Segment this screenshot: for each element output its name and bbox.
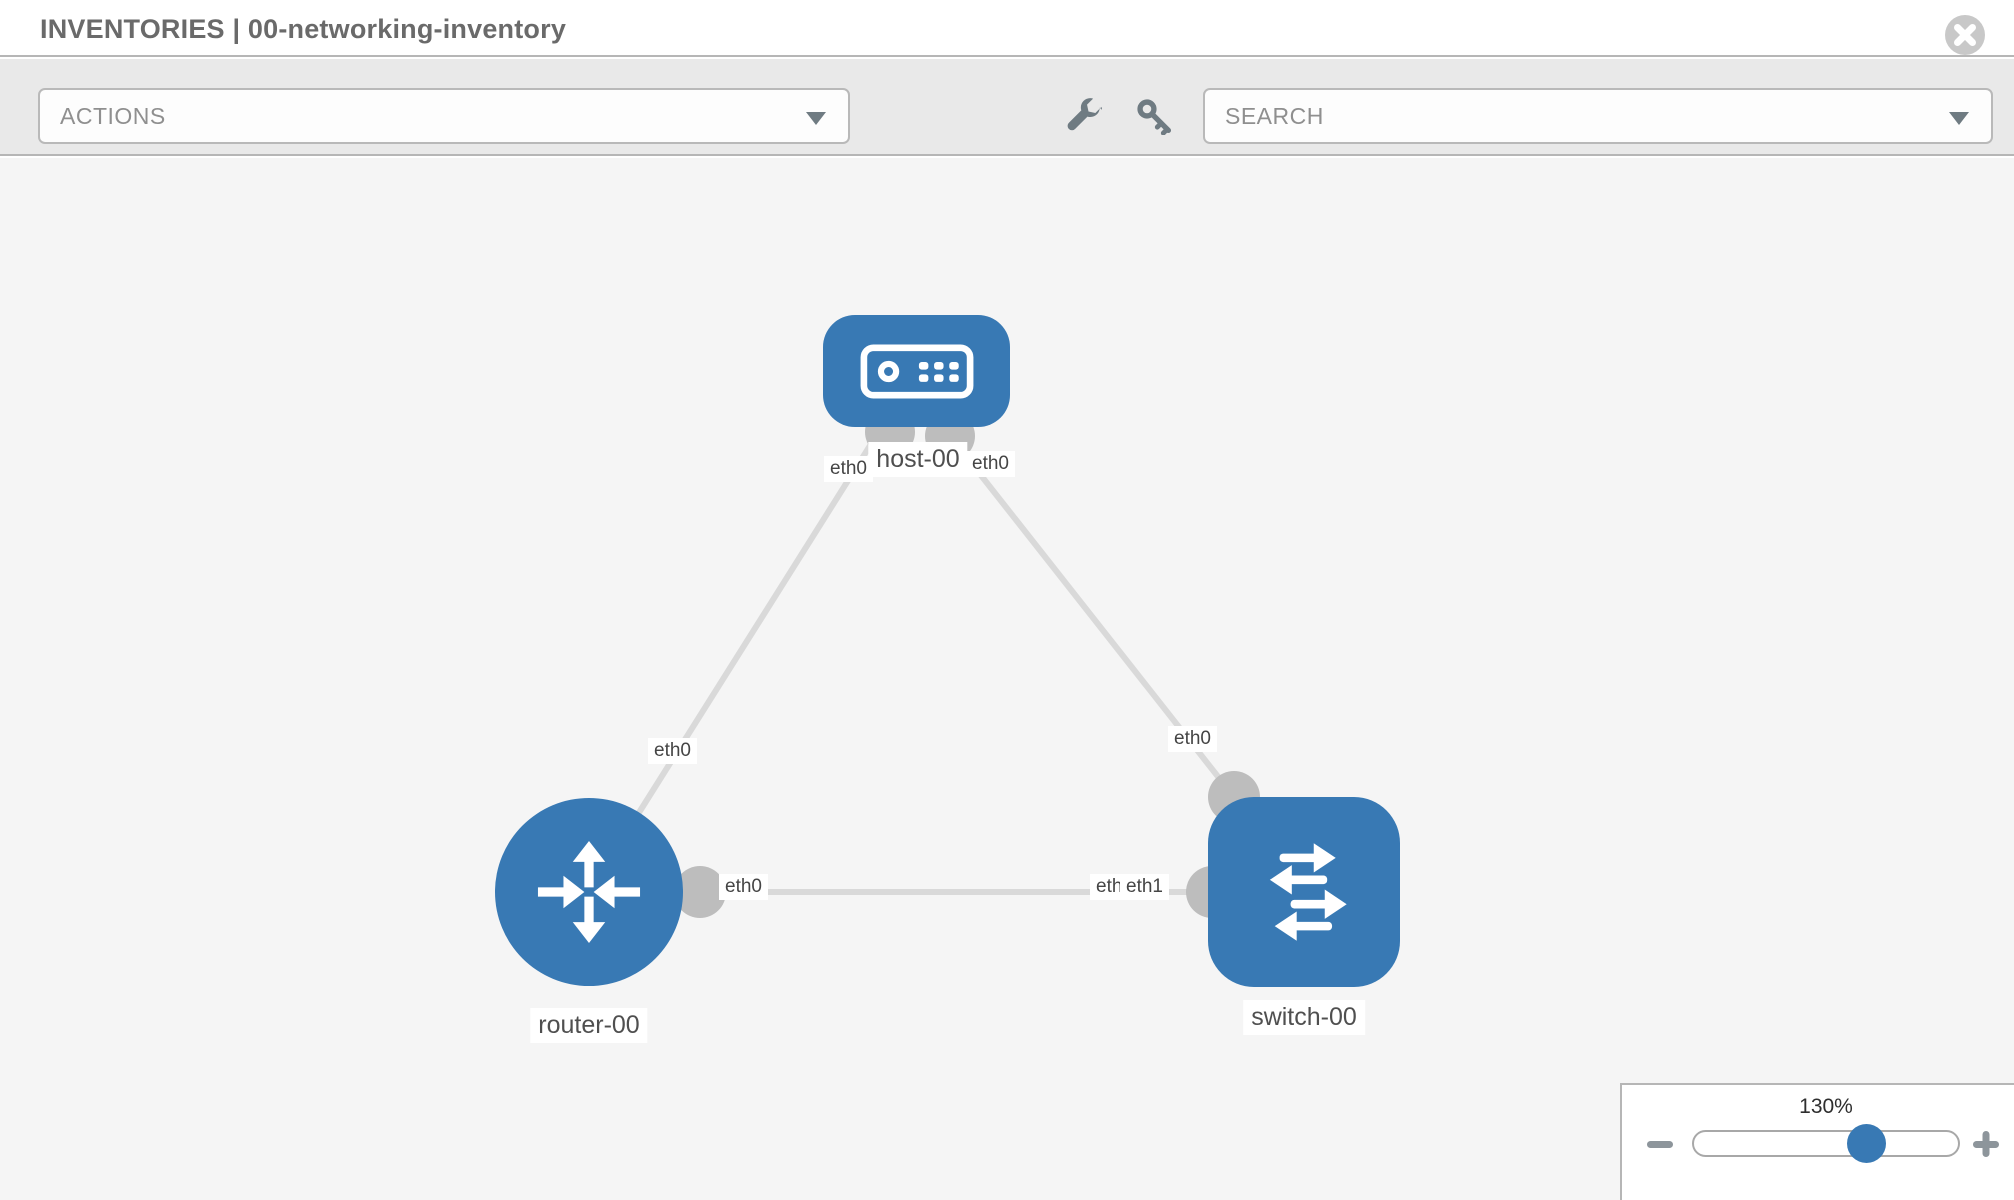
topology-links-layer bbox=[586, 369, 1304, 918]
interface-connector-router-eth0[interactable] bbox=[674, 866, 726, 918]
router-icon bbox=[537, 840, 641, 944]
node-label-switch: switch-00 bbox=[1243, 1000, 1365, 1035]
node-label-host: host-00 bbox=[868, 442, 968, 477]
wrench-icon[interactable] bbox=[1066, 98, 1102, 134]
search-placeholder: SEARCH bbox=[1225, 102, 1324, 129]
interface-label-router-eth0-a: eth0 bbox=[648, 738, 697, 764]
node-host[interactable] bbox=[823, 315, 1010, 427]
switch-icon bbox=[1269, 843, 1347, 941]
interface-label-switch-eth1: eth1 bbox=[1120, 874, 1169, 900]
toolbar: ACTIONS SEARCH bbox=[0, 59, 2014, 156]
zoom-panel: 130% bbox=[1620, 1083, 2014, 1200]
actions-dropdown[interactable]: ACTIONS bbox=[38, 88, 850, 144]
node-label-router: router-00 bbox=[530, 1008, 648, 1043]
zoom-out-button[interactable] bbox=[1644, 1128, 1676, 1160]
close-button[interactable] bbox=[1944, 14, 1986, 56]
actions-dropdown-label: ACTIONS bbox=[60, 102, 166, 129]
interface-label-router-eth0-c: eth0 bbox=[719, 874, 768, 900]
node-router[interactable] bbox=[495, 798, 683, 986]
interface-label-host-eth0-a: eth0 bbox=[824, 456, 873, 482]
topology-canvas[interactable]: host-00 router-00 switch-00 eth0 eth0 et… bbox=[0, 158, 2014, 1200]
search-dropdown[interactable]: SEARCH bbox=[1203, 88, 1993, 144]
interface-label-host-eth0-b: eth0 bbox=[966, 451, 1015, 477]
key-icon[interactable] bbox=[1136, 98, 1173, 135]
interface-label-switch-eth0: eth0 bbox=[1168, 726, 1217, 752]
node-switch[interactable] bbox=[1208, 797, 1400, 987]
zoom-slider-thumb[interactable] bbox=[1847, 1124, 1886, 1163]
header: INVENTORIES | 00-networking-inventory bbox=[0, 0, 2014, 57]
close-icon bbox=[1945, 15, 1985, 55]
page-title: INVENTORIES | 00-networking-inventory bbox=[40, 14, 567, 44]
zoom-in-button[interactable] bbox=[1970, 1128, 2002, 1160]
chevron-down-icon bbox=[806, 112, 826, 125]
host-icon bbox=[860, 343, 973, 399]
zoom-level: 130% bbox=[1799, 1095, 1853, 1118]
chevron-down-icon bbox=[1949, 112, 1969, 125]
zoom-slider[interactable] bbox=[1692, 1124, 1960, 1163]
plus-icon bbox=[1973, 1131, 1999, 1157]
minus-icon bbox=[1647, 1141, 1673, 1148]
